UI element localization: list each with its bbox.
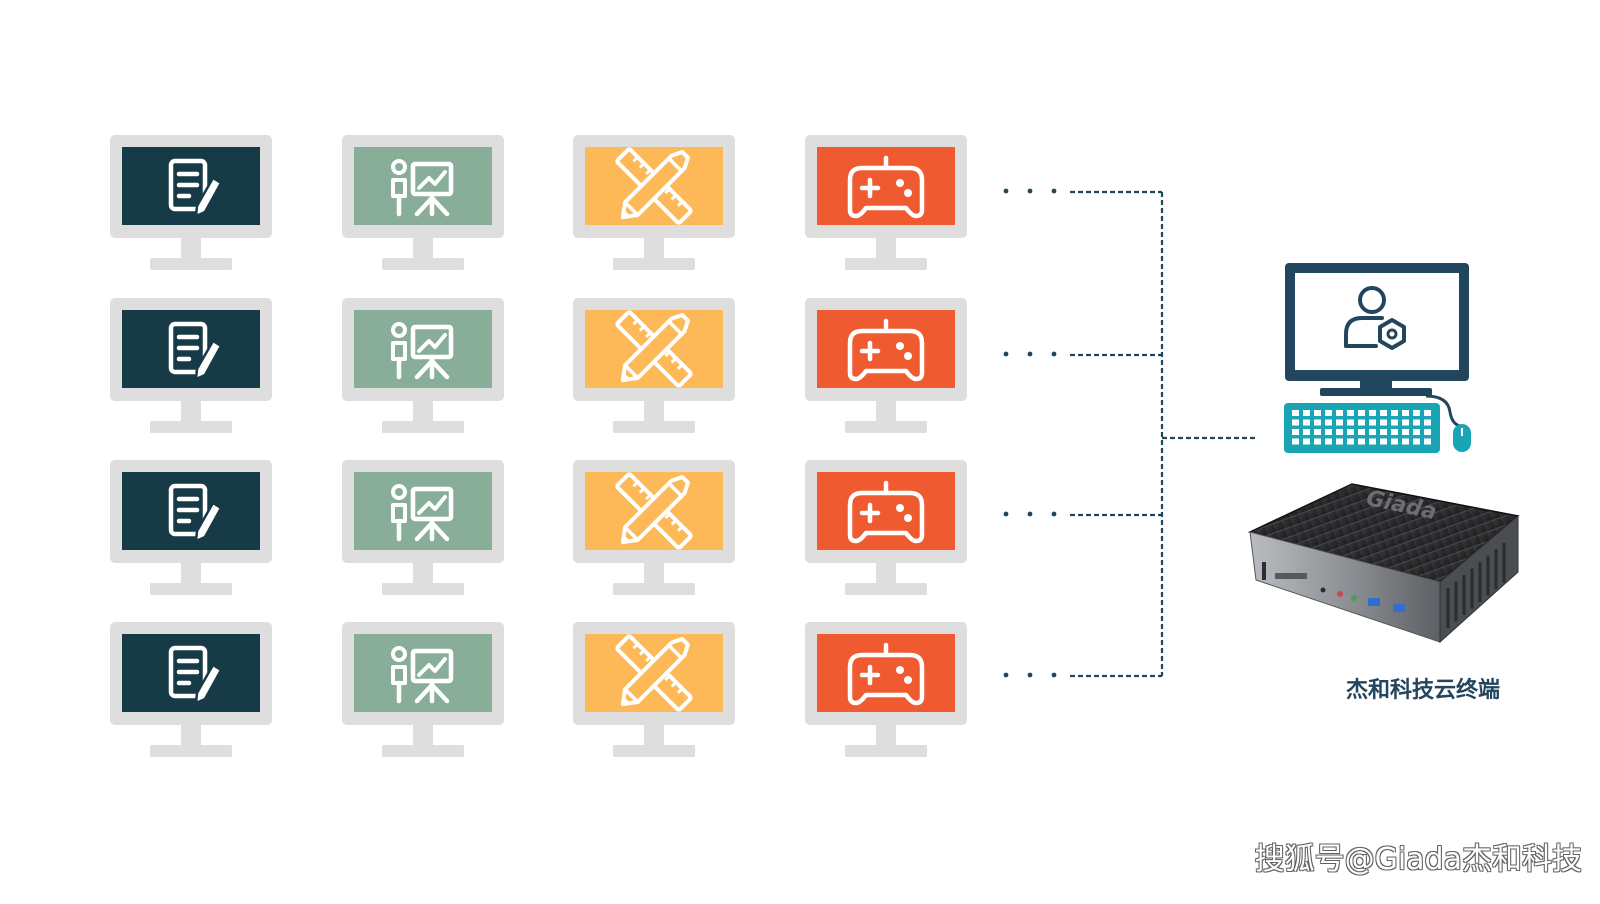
monitor-document [110,135,272,270]
connector-lines [1003,188,1256,678]
monitor-design [573,135,735,270]
audio-jack [1337,591,1343,597]
monitor-class [342,135,504,270]
admin-monitor-base [1320,388,1432,396]
document-edit-icon [168,158,223,218]
ellipsis-dot [1003,188,1009,194]
gamepad-icon [847,642,925,706]
device-port [1262,562,1266,580]
monitor-base [845,583,927,595]
monitor-neck [413,563,433,585]
monitor-neck [413,238,433,260]
monitor-base [613,258,695,270]
monitor-document [110,622,272,757]
ellipsis-dot [1003,351,1009,357]
ellipsis-dot [1027,672,1033,678]
monitor-grid [110,135,967,757]
monitor-neck [181,238,201,260]
monitor-neck [644,401,664,423]
monitor-design [573,298,735,433]
monitor-base [382,745,464,757]
monitor-neck [876,401,896,423]
monitor-neck [413,401,433,423]
pencil-ruler-icon [615,310,693,388]
monitor-base [382,583,464,595]
presentation-class-icon [391,646,454,704]
monitor-class [342,622,504,757]
monitor-neck [181,725,201,747]
usb-port [1368,598,1380,606]
cloud-terminal-label: 杰和科技云终端 [1345,678,1500,703]
gamepad-icon [847,155,925,219]
ellipsis-dot [1051,511,1057,517]
ellipsis-dot [1003,672,1009,678]
monitor-design [573,622,735,757]
ellipsis-dot [1051,351,1057,357]
monitor-base [382,258,464,270]
monitor-base [613,745,695,757]
monitor-game [805,135,967,270]
monitor-base [613,421,695,433]
monitor-neck [413,725,433,747]
keyboard [1284,403,1440,453]
monitor-base [845,745,927,757]
monitor-base [845,258,927,270]
presentation-class-icon [391,484,454,542]
mouse [1453,424,1471,452]
monitor-game [805,298,967,433]
monitor-neck [644,238,664,260]
monitor-design [573,460,735,595]
monitor-neck [644,725,664,747]
monitor-neck [181,401,201,423]
watermark: 搜狐号@Giada杰和科技 [1254,842,1582,877]
monitor-base [382,421,464,433]
user-settings-icon [1344,286,1406,350]
monitor-base [150,745,232,757]
monitor-document [110,460,272,595]
monitor-neck [644,563,664,585]
monitor-neck [876,725,896,747]
mouse-cable [1425,394,1461,428]
monitor-neck [181,563,201,585]
monitor-base [150,258,232,270]
document-edit-icon [168,483,223,543]
ellipsis-dot [1027,511,1033,517]
cloud-terminal-device: Giada [1247,483,1520,644]
gamepad-icon [847,480,925,544]
monitor-class [342,298,504,433]
monitor-document [110,298,272,433]
monitor-neck [876,238,896,260]
admin-monitor-neck [1360,381,1392,389]
presentation-class-icon [391,159,454,217]
usb-port [1393,604,1405,612]
monitor-base [150,421,232,433]
audio-jack [1351,595,1357,601]
monitor-base [613,583,695,595]
ellipsis-dot [1027,188,1033,194]
monitor-class [342,460,504,595]
document-edit-icon [168,321,223,381]
power-button [1275,573,1307,579]
pencil-ruler-icon [615,634,693,712]
ellipsis-dot [1027,351,1033,357]
presentation-class-icon [391,322,454,380]
management-terminal [1284,263,1471,453]
monitor-neck [876,563,896,585]
gamepad-icon [847,318,925,382]
monitor-base [845,421,927,433]
monitor-base [150,583,232,595]
monitor-game [805,460,967,595]
ellipsis-dot [1003,511,1009,517]
pencil-ruler-icon [615,472,693,550]
ellipsis-dot [1051,672,1057,678]
device-port [1320,587,1326,593]
pencil-ruler-icon [615,147,693,225]
document-edit-icon [168,645,223,705]
ellipsis-dot [1051,188,1057,194]
monitor-game [805,622,967,757]
